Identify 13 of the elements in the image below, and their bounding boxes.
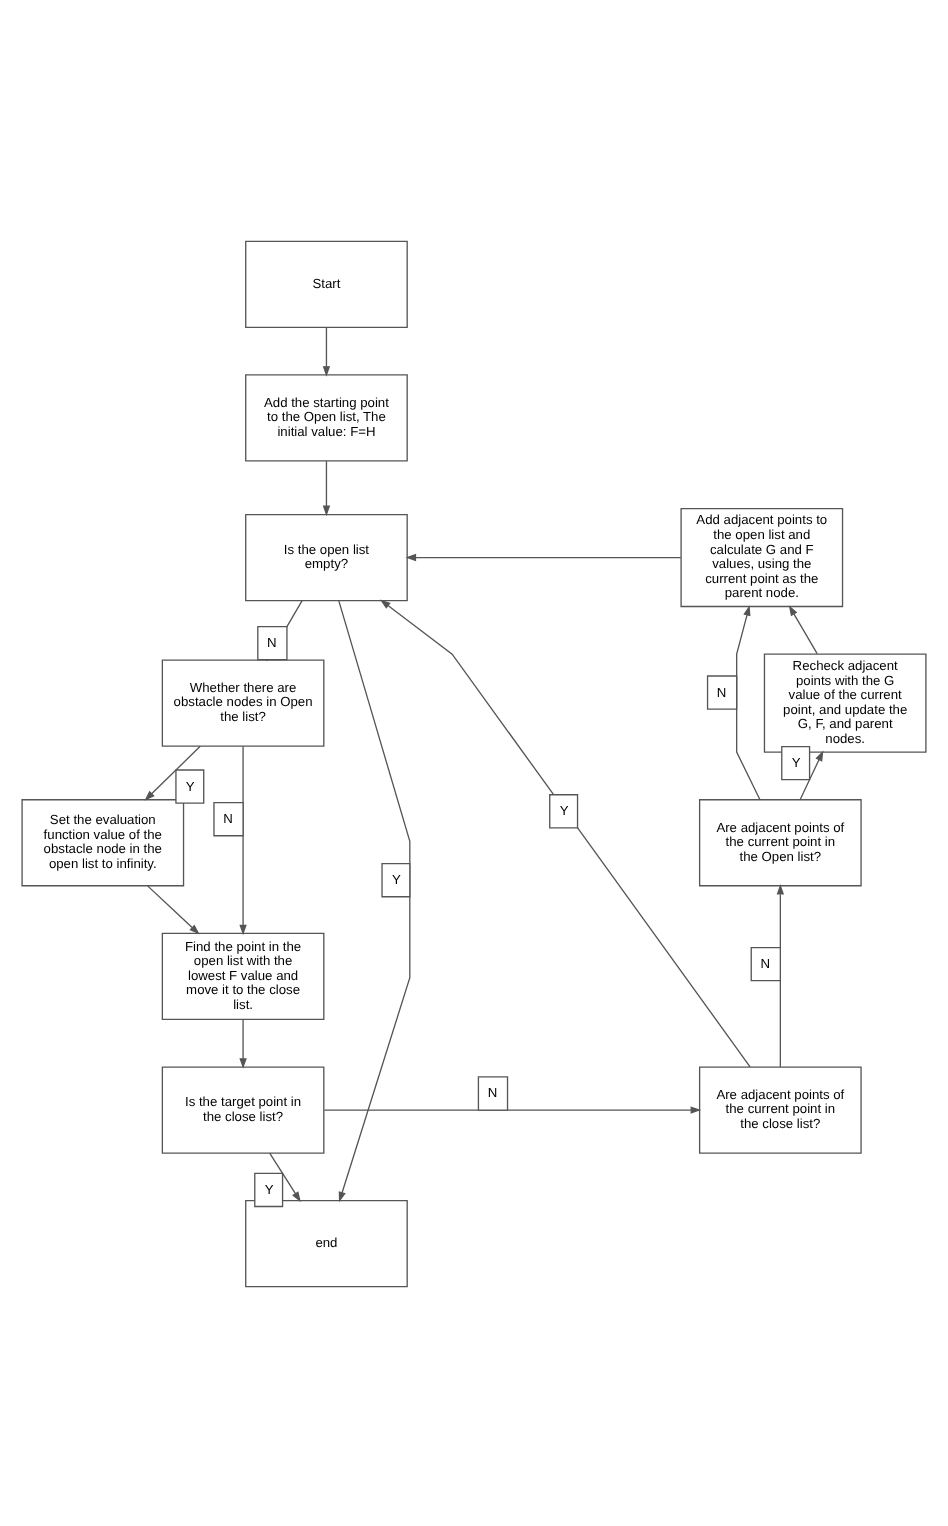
arrow: [144, 744, 201, 800]
arrow: [146, 884, 200, 934]
arrow: [322, 325, 331, 376]
arrow: [799, 749, 824, 800]
arrow: [776, 883, 785, 1067]
arrow: [239, 744, 247, 935]
arrow: [736, 604, 761, 800]
arrow: [788, 604, 818, 654]
arrow: [405, 552, 682, 561]
arrow: [323, 1105, 702, 1113]
arrow: [322, 459, 331, 516]
arrow: [239, 1017, 247, 1068]
arrow: [269, 1151, 301, 1202]
